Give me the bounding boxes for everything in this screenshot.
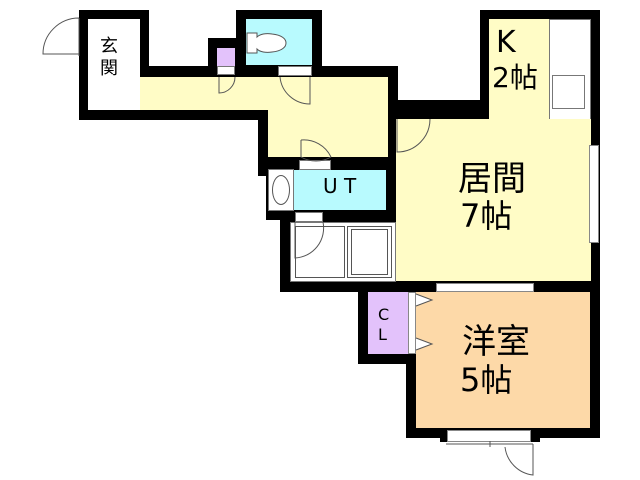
room-bath [290,222,396,282]
label-kitchen-name: K [496,25,516,60]
toilet-door-opening [278,66,312,76]
label-utility: U T [323,174,357,198]
label-bedroom-size: 5帖 [460,361,513,399]
room-storage-small [217,48,235,66]
room-utility [294,170,386,210]
closet-door-strip [408,292,416,354]
label-living-size: 7帖 [460,197,513,235]
room-living [396,119,591,281]
toilet-icon [246,32,287,54]
room-hall-top [236,77,316,110]
bath-door-opening [295,212,323,222]
bathtub-icon [347,226,392,278]
room-bedroom [416,292,590,428]
window-living-east [589,145,599,243]
bathtub-inner [351,229,388,275]
window-bedroom-south [447,430,531,442]
storage-door-opening [217,66,235,75]
label-kitchen-size: 2帖 [492,61,538,94]
label-living-name: 居間 [458,159,526,199]
label-closet: C L [378,305,390,344]
room-entrance [88,19,140,110]
label-entrance: 玄 関 [100,36,118,79]
door-living-bedroom [436,283,534,292]
room-living-top [489,100,549,120]
label-bedroom-name: 洋室 [462,322,530,362]
room-closet [368,292,408,354]
utility-door-opening [299,160,331,170]
washbasin-bowl-icon [272,175,290,205]
sink-icon [552,75,585,109]
